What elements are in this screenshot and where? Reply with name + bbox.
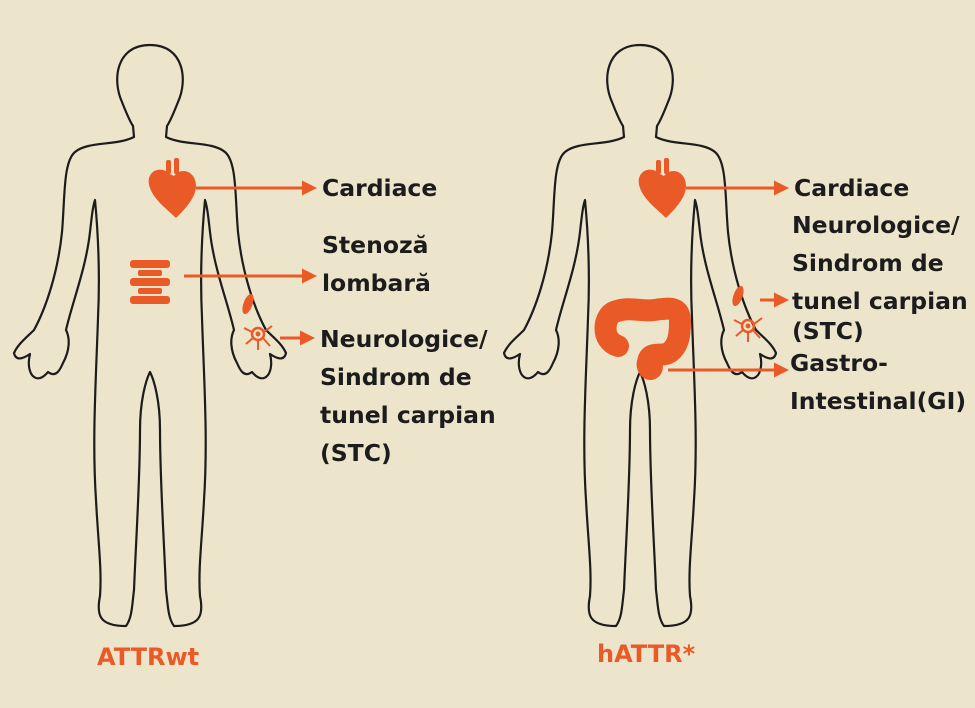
label-line: (STC)	[792, 317, 864, 345]
left-label-neuro: Neurologice/ Sindrom de tunel carpian (S…	[320, 320, 496, 472]
label-line: lombară	[322, 269, 431, 297]
wrist-nerve-icon	[239, 291, 274, 352]
right-body-figure	[502, 43, 789, 628]
right-body-outline	[502, 43, 778, 628]
heart-icon	[638, 158, 686, 218]
label-line: Sindrom de	[320, 363, 472, 391]
label-line: Cardiace	[794, 174, 910, 202]
label-line: Cardiace	[322, 174, 438, 202]
right-label-gi: Gastro- Intestinal(GI)	[790, 344, 966, 420]
label-line: tunel carpian	[320, 401, 496, 429]
spine-icon	[130, 260, 170, 304]
label-line: Intestinal(GI)	[790, 387, 967, 415]
left-label-lumbar: Stenoză lombară	[322, 226, 431, 302]
label-line: (STC)	[320, 439, 392, 467]
label-line: tunel carpian	[792, 287, 968, 315]
left-body-figure	[12, 43, 317, 628]
right-label-neuro: Neurologice/ Sindrom de tunel carpian (S…	[792, 206, 968, 350]
left-label-cardiac: Cardiace	[322, 169, 437, 207]
label-line: Gastro-	[790, 349, 888, 377]
left-figure-title: ATTRwt	[97, 643, 200, 671]
label-line: Neurologice/	[320, 325, 488, 353]
label-line: Sindrom de	[792, 249, 944, 277]
left-body-outline	[12, 43, 288, 628]
heart-icon	[148, 158, 196, 218]
label-line: Neurologice/	[792, 211, 960, 239]
label-line: Stenoză	[322, 231, 429, 259]
right-figure-title: hATTR*	[597, 640, 696, 668]
wrist-nerve-icon	[729, 283, 764, 344]
intestine-icon	[594, 297, 691, 380]
right-label-cardiac: Cardiace	[794, 169, 909, 207]
